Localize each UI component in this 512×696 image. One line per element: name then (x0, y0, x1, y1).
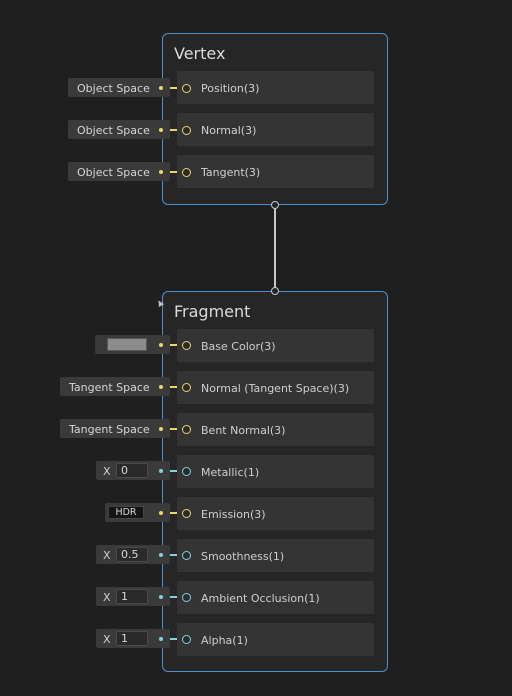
smoothness-input[interactable]: 0.5 (116, 547, 148, 562)
slot-emission[interactable]: Emission(3) (177, 497, 374, 530)
fragment-normal-space-value: Tangent Space (69, 381, 150, 394)
slot-base-color[interactable]: Base Color(3) (177, 329, 374, 362)
slot-smoothness[interactable]: Smoothness(1) (177, 539, 374, 572)
slot-ambient-occlusion-label: Ambient Occlusion(1) (201, 592, 320, 605)
base-color-wire (170, 344, 182, 346)
slot-bent-normal[interactable]: Bent Normal(3) (177, 413, 374, 446)
ambient-occlusion-port-icon[interactable] (182, 593, 191, 602)
slot-fragment-normal-label: Normal (Tangent Space)(3) (201, 382, 350, 395)
fragment-normal-wire (170, 386, 182, 388)
bent-normal-wire (170, 428, 182, 430)
emission-port-icon[interactable] (182, 509, 191, 518)
ambient-occlusion-wire (170, 596, 182, 598)
tangent-space-value: Object Space (77, 166, 150, 179)
position-port-dot (159, 86, 163, 90)
base-color-port-icon[interactable] (182, 341, 191, 350)
position-space-value: Object Space (77, 82, 150, 95)
base-color-swatch[interactable] (107, 338, 147, 351)
base-color-port-dot (159, 343, 163, 347)
smoothness-port-icon[interactable] (182, 551, 191, 560)
slot-tangent-label: Tangent(3) (201, 166, 261, 179)
slot-ambient-occlusion[interactable]: Ambient Occlusion(1) (177, 581, 374, 614)
vertex-node-title: Vertex (174, 44, 226, 63)
slot-alpha-label: Alpha(1) (201, 634, 248, 647)
position-wire (170, 87, 182, 89)
position-space-field[interactable]: Object Space (68, 78, 170, 97)
slot-base-color-label: Base Color(3) (201, 340, 276, 353)
fragment-normal-space-field[interactable]: Tangent Space (60, 377, 170, 396)
metallic-port-icon[interactable] (182, 467, 191, 476)
slot-metallic[interactable]: Metallic(1) (177, 455, 374, 488)
slot-position-label: Position(3) (201, 82, 260, 95)
alpha-port-icon[interactable] (182, 635, 191, 644)
ambient-occlusion-port-dot (159, 595, 163, 599)
fragment-normal-port-icon[interactable] (182, 383, 191, 392)
position-port-icon[interactable] (182, 84, 191, 93)
metallic-axis-label: X (103, 465, 111, 478)
base-color-field[interactable] (95, 335, 170, 354)
ambient-occlusion-axis-label: X (103, 591, 111, 604)
emission-field[interactable]: HDR (105, 503, 170, 522)
normal-wire (170, 129, 182, 131)
tangent-port-icon[interactable] (182, 168, 191, 177)
metallic-port-dot (159, 469, 163, 473)
alpha-field[interactable]: X 1 (96, 629, 170, 648)
bent-normal-port-dot (159, 427, 163, 431)
fragment-normal-port-dot (159, 385, 163, 389)
normal-space-value: Object Space (77, 124, 150, 137)
alpha-input[interactable]: 1 (116, 631, 148, 646)
alpha-axis-label: X (103, 633, 111, 646)
fragment-node-title: Fragment (174, 302, 251, 321)
slot-emission-label: Emission(3) (201, 508, 266, 521)
slot-position[interactable]: Position(3) (177, 71, 374, 104)
emission-hdr-swatch[interactable]: HDR (108, 506, 144, 519)
slot-metallic-label: Metallic(1) (201, 466, 260, 479)
vertex-output-port[interactable] (271, 201, 279, 209)
emission-port-dot (159, 511, 163, 515)
bent-normal-space-field[interactable]: Tangent Space (60, 419, 170, 438)
ambient-occlusion-input[interactable]: 1 (116, 589, 148, 604)
alpha-wire (170, 638, 182, 640)
slot-fragment-normal[interactable]: Normal (Tangent Space)(3) (177, 371, 374, 404)
slot-normal-label: Normal(3) (201, 124, 257, 137)
metallic-input[interactable]: 0 (116, 463, 148, 478)
metallic-wire (170, 470, 182, 472)
ambient-occlusion-field[interactable]: X 1 (96, 587, 170, 606)
vertex-fragment-connector (274, 206, 276, 290)
smoothness-field[interactable]: X 0.5 (96, 545, 170, 564)
slot-smoothness-label: Smoothness(1) (201, 550, 285, 563)
metallic-field[interactable]: X 0 (96, 461, 170, 480)
emission-wire (170, 512, 182, 514)
smoothness-wire (170, 554, 182, 556)
tangent-wire (170, 171, 182, 173)
slot-normal[interactable]: Normal(3) (177, 113, 374, 146)
fragment-input-port[interactable] (271, 287, 279, 295)
tangent-port-dot (159, 170, 163, 174)
bent-normal-port-icon[interactable] (182, 425, 191, 434)
bent-normal-space-value: Tangent Space (69, 423, 150, 436)
normal-port-dot (159, 128, 163, 132)
alpha-port-dot (159, 637, 163, 641)
normal-space-field[interactable]: Object Space (68, 120, 170, 139)
slot-tangent[interactable]: Tangent(3) (177, 155, 374, 188)
tangent-space-field[interactable]: Object Space (68, 162, 170, 181)
normal-port-icon[interactable] (182, 126, 191, 135)
smoothness-port-dot (159, 553, 163, 557)
slot-bent-normal-label: Bent Normal(3) (201, 424, 286, 437)
slot-alpha[interactable]: Alpha(1) (177, 623, 374, 656)
smoothness-axis-label: X (103, 549, 111, 562)
